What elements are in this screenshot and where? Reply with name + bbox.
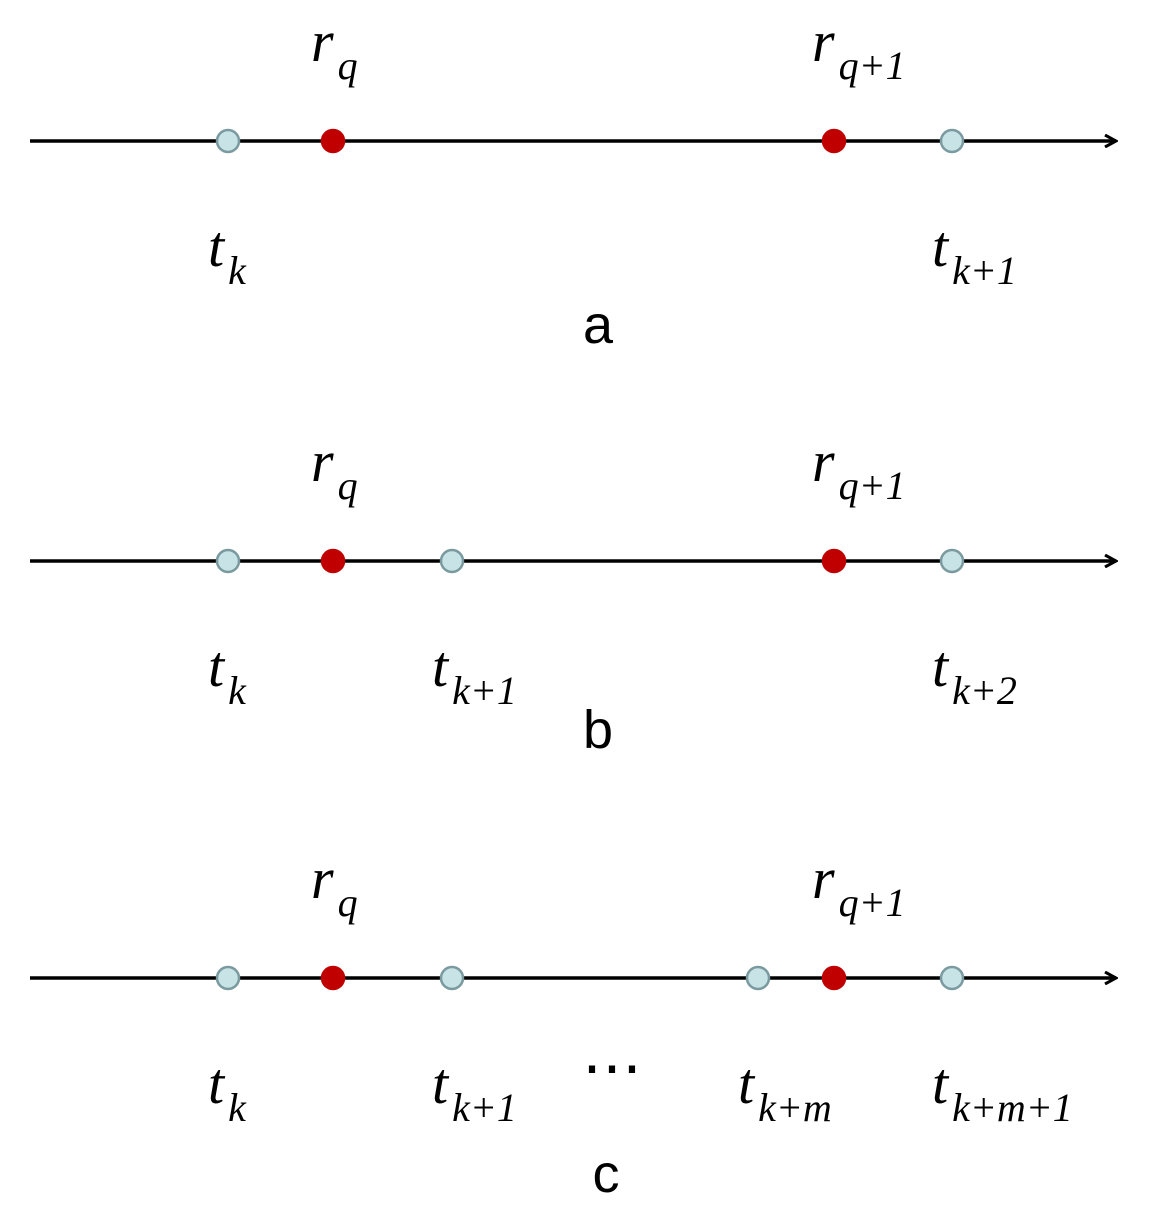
t-point-kplusm bbox=[745, 965, 771, 991]
r-point-qplus1 bbox=[821, 548, 847, 574]
t-label-kplus1-base: t bbox=[432, 1051, 450, 1116]
r-label-q-subscript: q bbox=[338, 43, 358, 88]
t-point-kplus2 bbox=[939, 548, 965, 574]
panel-caption: b bbox=[583, 700, 613, 760]
r-label-qplus1-subscript: q+1 bbox=[839, 880, 906, 925]
t-label-k-subscript: k bbox=[228, 668, 247, 713]
r-label-qplus1-subscript: q+1 bbox=[839, 43, 906, 88]
t-label-kplus1-base: t bbox=[932, 214, 950, 279]
t-label-k-base: t bbox=[208, 214, 226, 279]
ellipsis: ⋯ bbox=[582, 1035, 642, 1101]
t-point-kplusmplus1 bbox=[939, 965, 965, 991]
t-point-kplus1 bbox=[439, 548, 465, 574]
t-point-k bbox=[215, 128, 241, 154]
t-point-kplus1 bbox=[939, 128, 965, 154]
r-point-qplus1 bbox=[821, 965, 847, 991]
r-label-qplus1-base: r bbox=[812, 846, 835, 911]
r-label-q-base: r bbox=[311, 429, 334, 494]
t-label-kplus1-subscript: k+1 bbox=[452, 668, 517, 713]
r-point-q bbox=[320, 548, 346, 574]
t-label-kplus1-subscript: k+1 bbox=[452, 1085, 517, 1130]
t-label-kplusmplus1-subscript: k+m+1 bbox=[952, 1085, 1073, 1130]
r-label-q-base: r bbox=[311, 9, 334, 74]
r-label-q-subscript: q bbox=[338, 463, 358, 508]
r-point-q bbox=[320, 965, 346, 991]
panel-caption: c bbox=[593, 1144, 620, 1204]
t-label-k-base: t bbox=[208, 1051, 226, 1116]
t-label-kplusm-subscript: k+m bbox=[758, 1085, 832, 1130]
r-label-q-base: r bbox=[311, 846, 334, 911]
t-label-kplusmplus1-base: t bbox=[932, 1051, 950, 1116]
t-label-kplus2-base: t bbox=[932, 634, 950, 699]
r-label-qplus1-base: r bbox=[812, 9, 835, 74]
t-label-kplus2-subscript: k+2 bbox=[952, 668, 1017, 713]
t-point-k bbox=[215, 548, 241, 574]
t-label-kplusm-base: t bbox=[738, 1051, 756, 1116]
r-point-q bbox=[320, 128, 346, 154]
t-label-k-subscript: k bbox=[228, 1085, 247, 1130]
r-label-qplus1-base: r bbox=[812, 429, 835, 494]
r-label-qplus1-subscript: q+1 bbox=[839, 463, 906, 508]
t-label-k-subscript: k bbox=[228, 248, 247, 293]
t-label-k-base: t bbox=[208, 634, 226, 699]
panel-caption: a bbox=[583, 295, 614, 355]
t-label-kplus1-base: t bbox=[432, 634, 450, 699]
t-label-kplus1-subscript: k+1 bbox=[952, 248, 1017, 293]
r-label-q-subscript: q bbox=[338, 880, 358, 925]
r-point-qplus1 bbox=[821, 128, 847, 154]
t-point-k bbox=[215, 965, 241, 991]
t-point-kplus1 bbox=[439, 965, 465, 991]
